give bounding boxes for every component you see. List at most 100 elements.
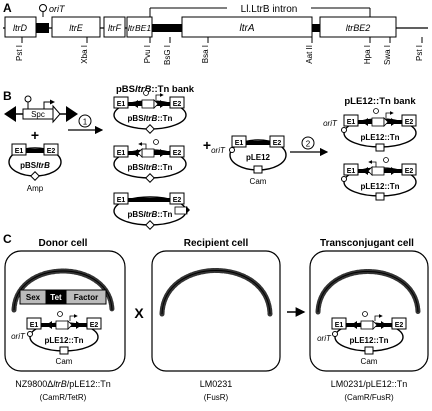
ple12-label: pLE12 bbox=[246, 153, 271, 162]
gene-ltrBE2: ltrBE2 bbox=[319, 16, 397, 38]
gene-ltrD: ltrD bbox=[4, 16, 37, 38]
plasmid-ple12: E1 E2 oriT pLE12 Cam bbox=[211, 135, 287, 186]
pbsltrb-label: pBSltrB bbox=[20, 161, 50, 170]
panel-a-label: A bbox=[3, 1, 12, 15]
e1-label-c1: E1 bbox=[347, 119, 356, 126]
intron-domain-left bbox=[152, 24, 182, 32]
recipient-title: Recipient cell bbox=[184, 238, 249, 249]
site-bsgi: BsG I bbox=[163, 45, 172, 65]
intron-domain-right bbox=[312, 24, 320, 32]
recipient-resistance: (FusR) bbox=[204, 393, 229, 402]
site-hpai: Hpa I bbox=[363, 45, 372, 64]
step1-badge: 1 bbox=[78, 114, 92, 128]
tet-box bbox=[46, 290, 66, 304]
transconjugant-cell: E1 E2 oriT pLE12::Tn Cam bbox=[309, 250, 429, 372]
e2-label-d: E2 bbox=[90, 322, 99, 329]
e2-label-b1: E2 bbox=[173, 101, 182, 108]
gene-ltrBE1: ltrBE1 bbox=[126, 16, 153, 38]
intron-label: Ll.LtrB intron bbox=[241, 4, 298, 15]
e2-label-p: E2 bbox=[273, 140, 282, 147]
site-psti-2: Pst I bbox=[415, 45, 424, 61]
e1-label-b2: E1 bbox=[117, 150, 126, 157]
step1-label: 1 bbox=[83, 118, 88, 127]
cam-label-b: Cam bbox=[250, 177, 267, 186]
bank2-plasmid-2-label: pLE12::Tn bbox=[360, 182, 399, 191]
panel-b-label: B bbox=[3, 89, 12, 103]
cam-label-t: Cam bbox=[361, 357, 378, 366]
transconj-resistance: (CamR/FusR) bbox=[344, 393, 394, 402]
site-bsai: Bsa I bbox=[201, 45, 210, 63]
orit-marker: oriT bbox=[39, 4, 66, 17]
spc-label: Spc bbox=[31, 110, 45, 119]
gene-ltrA-label: ltrA bbox=[240, 23, 255, 34]
e1-label-b3: E1 bbox=[117, 197, 126, 204]
donor-plasmid-label: pLE12::Tn bbox=[44, 336, 83, 345]
plasmid-pbsltrb: E1 E2 pBSltrB Amp bbox=[8, 143, 62, 193]
bank1-plasmid-3-label: pBSltrB::Tn bbox=[128, 210, 173, 219]
donor-cell: Sex Tet Factor E1 E2 oriT pLE12::Tn Cam bbox=[4, 250, 126, 372]
cam-label-d: Cam bbox=[56, 357, 73, 366]
site-aatii: Aat II bbox=[305, 45, 314, 64]
gene-ltrE: ltrE bbox=[51, 16, 101, 38]
gene-ltrF-label: ltrF bbox=[108, 23, 121, 33]
transconj-strain: LM0231/pLE12::Tn bbox=[331, 379, 408, 389]
bank1-plasmid-2: E1 E2 pBSltrB::Tn bbox=[113, 139, 187, 183]
e2-label-b0: E2 bbox=[47, 148, 56, 155]
orit-label-t: oriT bbox=[317, 334, 332, 343]
gene-ltrA: ltrA bbox=[181, 16, 313, 38]
tet-label: Tet bbox=[50, 293, 62, 302]
bank2-plasmid-2: E1 E2 pLE12::Tn bbox=[341, 157, 417, 201]
bank2-title: pLE12::Tn bank bbox=[344, 96, 416, 107]
gene-ltrD-label: ltrD bbox=[13, 23, 27, 33]
orit-region bbox=[36, 23, 49, 33]
bank1-plasmid-3: E1 E2 pBSltrB::Tn bbox=[113, 192, 190, 230]
bank2-plasmid-1: E1 E2 oriT pLE12::Tn bbox=[323, 108, 417, 152]
bank1-plasmid-1: E1 E2 pBSltrB::Tn bbox=[113, 90, 187, 134]
amp-label: Amp bbox=[27, 184, 44, 193]
site-xbai: Xba I bbox=[80, 45, 89, 64]
e1-label-c2: E1 bbox=[347, 168, 356, 175]
gene-ltrE-label: ltrE bbox=[69, 23, 83, 33]
plus-sign-1: + bbox=[31, 127, 39, 143]
panel-c-label: C bbox=[3, 232, 12, 246]
bank1-plasmid-2-label: pBSltrB::Tn bbox=[128, 163, 173, 172]
transconj-title: Transconjugant cell bbox=[320, 238, 414, 249]
factor-box bbox=[65, 289, 107, 305]
gene-ltrF: ltrF bbox=[103, 16, 126, 38]
factor-label: Factor bbox=[74, 293, 98, 302]
site-psti-1: Pst I bbox=[15, 45, 24, 61]
donor-resistance: (CamR/TetR) bbox=[40, 393, 87, 402]
step2-badge: 2 bbox=[301, 136, 315, 150]
e1-label-p: E1 bbox=[235, 140, 244, 147]
donor-title: Donor cell bbox=[39, 238, 88, 249]
e1-label-b0: E1 bbox=[15, 148, 24, 155]
restriction-sites: Pst I Xba I Pvu I BsG I Bsa I Aat II Hpa… bbox=[15, 37, 424, 65]
recipient-cell bbox=[151, 250, 281, 372]
orit-label-b: oriT bbox=[211, 146, 226, 155]
transconj-plasmid-label: pLE12::Tn bbox=[349, 336, 388, 345]
e1-label-b1: E1 bbox=[117, 101, 126, 108]
transposon-spc: Spc bbox=[4, 95, 78, 124]
e2-label-b2: E2 bbox=[173, 150, 182, 157]
sex-label: Sex bbox=[26, 293, 41, 302]
intron-bracket: Ll.LtrB intron bbox=[149, 4, 371, 17]
cross-sign: X bbox=[134, 305, 144, 321]
e2-label-t: E2 bbox=[395, 322, 404, 329]
e1-label-d: E1 bbox=[30, 322, 39, 329]
orit-label-d: oriT bbox=[11, 332, 26, 341]
orit-label-c1: oriT bbox=[323, 119, 338, 128]
e1-label-t: E1 bbox=[335, 322, 344, 329]
plus-sign-2: + bbox=[203, 137, 211, 153]
e2-label-c1: E2 bbox=[405, 119, 414, 126]
gene-ltrBE1-label: ltrBE1 bbox=[128, 23, 151, 33]
bank2-plasmid-1-label: pLE12::Tn bbox=[360, 133, 399, 142]
gene-ltrBE2-label: ltrBE2 bbox=[346, 23, 371, 33]
bank1-title: pBSltrB::Tn bank bbox=[116, 84, 195, 95]
e2-label-b3: E2 bbox=[173, 197, 182, 204]
site-swai: Swa I bbox=[383, 45, 392, 65]
orit-label-a: oriT bbox=[49, 4, 66, 14]
site-pvui: Pvu I bbox=[143, 45, 152, 63]
bank1-plasmid-1-label: pBSltrB::Tn bbox=[128, 114, 173, 123]
e2-label-c2: E2 bbox=[405, 168, 414, 175]
